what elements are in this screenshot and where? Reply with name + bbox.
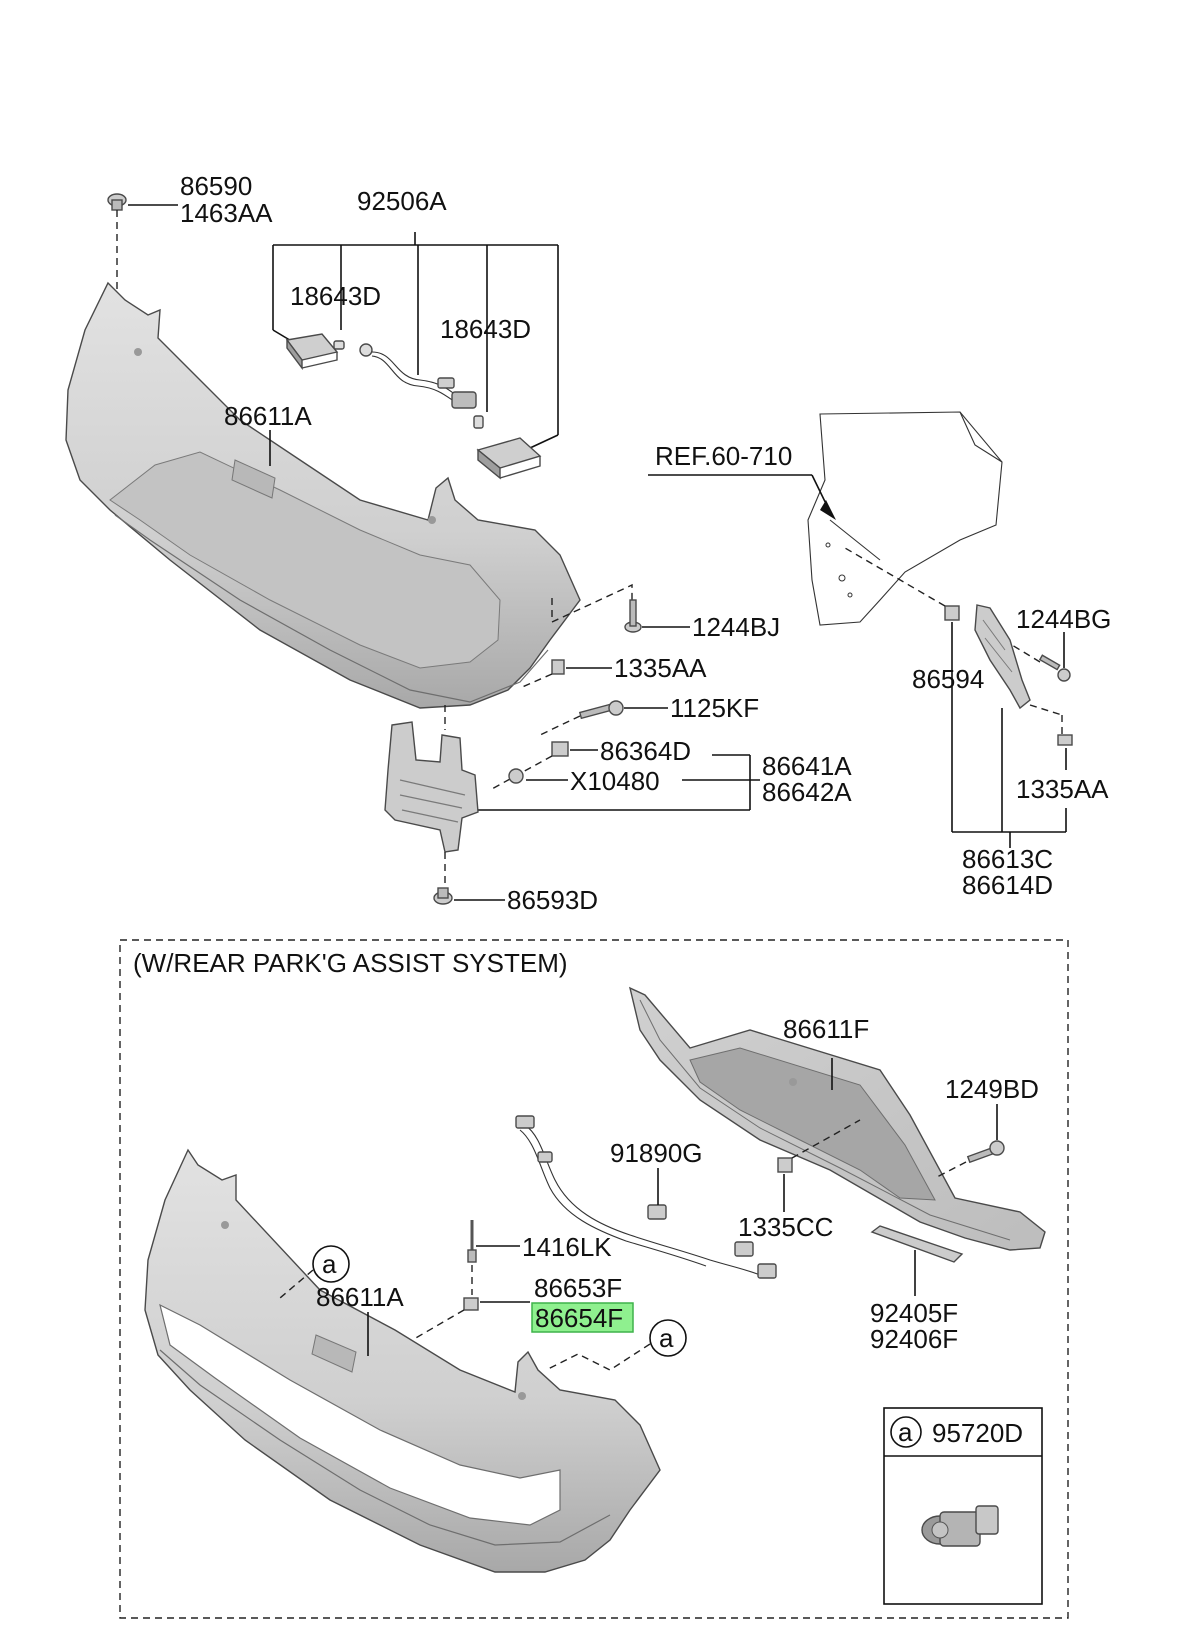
bolt-1125kf-icon — [539, 700, 624, 736]
center-bracket-icon — [384, 705, 479, 890]
screw-1244bg-icon — [1011, 644, 1071, 682]
screw-1249bd-icon — [934, 1140, 1005, 1179]
label-86653f: 86653F — [534, 1273, 622, 1303]
lower-cover-86611f-icon — [628, 986, 1046, 1251]
label-86613c: 86613C — [962, 844, 1053, 874]
label-86594: 86594 — [912, 664, 984, 694]
rear-bumper-lower-icon — [144, 1148, 661, 1573]
side-bracket-icon — [974, 604, 1063, 735]
label-86641a: 86641A — [762, 751, 852, 781]
label-86590: 86590 — [180, 171, 252, 201]
lamp-wiring-icon — [359, 343, 477, 409]
sensor-legend-box — [883, 1407, 1043, 1605]
ref-marker-a-right-text: a — [659, 1323, 674, 1353]
clip-1335cc-icon — [777, 1119, 861, 1173]
wiring-harness-icon — [515, 1115, 777, 1279]
label-1125kf: 1125KF — [670, 693, 759, 723]
label-86611f: 86611F — [783, 1014, 869, 1044]
label-86642a: 86642A — [762, 777, 852, 807]
clip-86594-icon — [844, 547, 960, 621]
label-18643d-left: 18643D — [290, 281, 381, 311]
label-86614d: 86614D — [962, 870, 1053, 900]
bulb-left-icon — [333, 340, 345, 350]
clip-1335aa-right-icon — [1057, 734, 1073, 746]
label-1244bj: 1244BJ — [692, 612, 780, 642]
ref-marker-a-left — [279, 1245, 350, 1299]
leader-92506a — [272, 232, 559, 449]
screw-86593d-icon — [433, 887, 453, 905]
ref-marker-a-left-text: a — [322, 1249, 337, 1279]
variant-title: (W/REAR PARK'G ASSIST SYSTEM) — [133, 948, 568, 978]
label-86364d: 86364D — [600, 736, 691, 766]
nut-x10480-icon — [508, 768, 524, 784]
label-1416lk: 1416LK — [522, 1232, 612, 1262]
label-1335aa-right: 1335AA — [1016, 774, 1109, 804]
label-1335aa-left: 1335AA — [614, 653, 707, 683]
leader-ref-60-710 — [648, 474, 836, 520]
nut-86364d-icon — [489, 741, 569, 791]
license-lamp-left-icon — [285, 333, 339, 371]
label-x10480: X10480 — [570, 766, 660, 796]
screw-1244bj-icon — [551, 583, 642, 633]
label-1244bg: 1244BG — [1016, 604, 1111, 634]
leader-86613c — [951, 622, 1067, 848]
rivet-1416lk-icon — [467, 1220, 477, 1295]
label-92406f: 92406F — [870, 1324, 958, 1354]
quarter-panel-sketch-icon — [807, 411, 1003, 626]
label-86654f[interactable]: 86654F — [535, 1303, 623, 1333]
label-18643d-right: 18643D — [440, 314, 531, 344]
reflector-icon — [870, 1225, 964, 1263]
park-assist-variant-frame — [119, 939, 1069, 1619]
label-1249bd: 1249BD — [945, 1074, 1039, 1104]
label-86593d: 86593D — [507, 885, 598, 915]
rear-bumper-upper-icon — [65, 281, 581, 709]
parking-sensor-icon — [921, 1505, 999, 1547]
label-1335cc: 1335CC — [738, 1212, 833, 1242]
leader-86641a — [470, 749, 760, 811]
label-91890g: 91890G — [610, 1138, 703, 1168]
label-86611a-lower: 86611A — [316, 1282, 404, 1312]
label-92506a: 92506A — [357, 186, 447, 216]
clip-1335aa-left-icon — [519, 659, 565, 689]
label-92405f: 92405F — [870, 1298, 958, 1328]
ref-marker-a-right — [545, 1319, 687, 1371]
highlight-86654f — [531, 1302, 634, 1333]
label-1463aa: 1463AA — [180, 198, 273, 228]
bolt-86590-icon — [107, 193, 127, 300]
label-95720d: 95720D — [932, 1418, 1023, 1448]
legend-marker-a: a — [898, 1417, 913, 1447]
label-ref-60-710: REF.60-710 — [655, 441, 792, 471]
license-lamp-right-icon — [476, 437, 542, 480]
bulb-right-icon — [473, 415, 484, 429]
label-86611a-upper: 86611A — [224, 401, 312, 431]
